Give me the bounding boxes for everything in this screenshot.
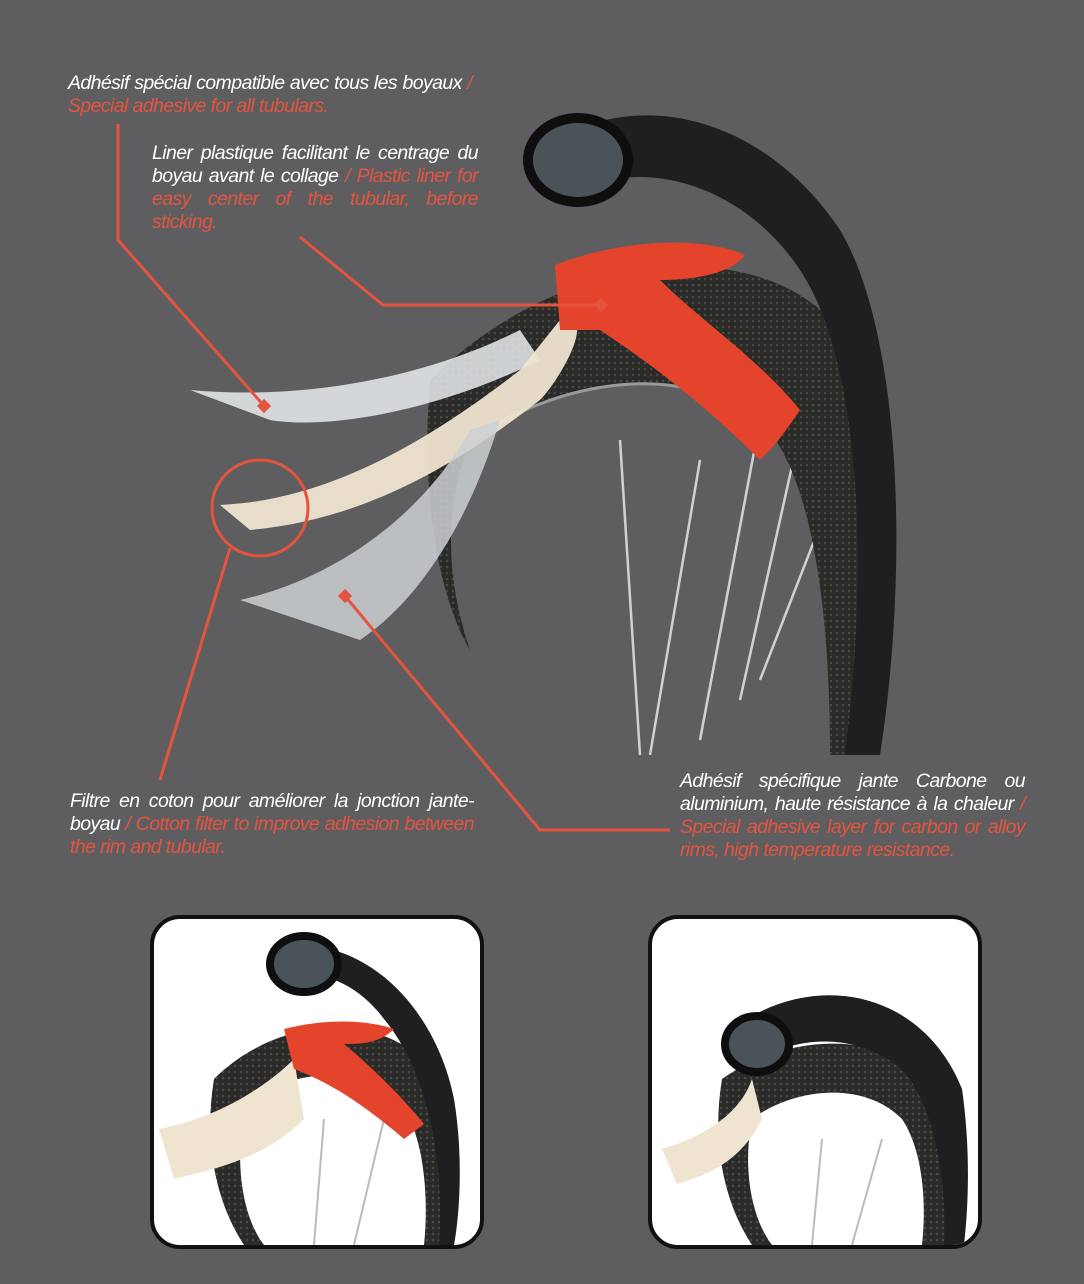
callout-en: / Cotton filter to improve adhesion betw…: [70, 813, 475, 858]
callout-cotton-filter: Filtre en coton pour améliorer la joncti…: [70, 790, 475, 859]
tubular-tire: [530, 115, 897, 756]
leader-markers: [256, 297, 609, 604]
callout-fr: Liner plastique facilitant le centrage d…: [152, 142, 479, 187]
red-plastic-liner: [555, 242, 800, 460]
callout-en: / Special adhesive layer for carbon or a…: [680, 793, 1026, 861]
leader-lines: [116, 124, 670, 832]
inset-before-mounting: [150, 915, 484, 1249]
callout-fr: Adhésif spécial compatible avec tous les…: [68, 72, 462, 94]
callout-en: / Plastic liner for easy center of the t…: [152, 165, 479, 233]
callout-en: / Special adhesive for all tubulars.: [68, 72, 473, 117]
tire-cross-section: [523, 113, 633, 207]
inset-illustration: [662, 995, 968, 1245]
callout-plastic-liner: Liner plastique facilitant le centrage d…: [152, 142, 479, 234]
inset-after-mounting: [648, 915, 982, 1249]
callout-adhesive: Adhésif spécial compatible avec tous les…: [68, 72, 473, 118]
rim-adhesive-layer: [240, 420, 500, 640]
adhesive-layer: [190, 330, 540, 423]
callout-fr: Filtre en coton pour améliorer la joncti…: [70, 790, 475, 835]
callout-fr: Adhésif spécifique jante Carbone ou alum…: [680, 770, 1026, 815]
inset-illustration: [159, 932, 460, 1245]
callout-rim-adhesive: Adhésif spécifique jante Carbone ou alum…: [680, 770, 1026, 862]
cotton-filter: [220, 319, 578, 530]
